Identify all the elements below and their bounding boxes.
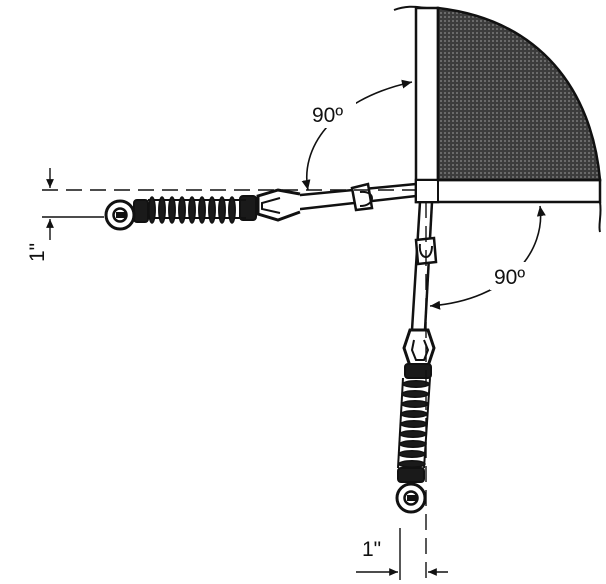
offset-label-left: 1": [26, 243, 49, 262]
dimension-bottom: 1": [356, 202, 448, 580]
angle-annotation-bottom: 90º: [429, 205, 546, 310]
dimension-left: 1": [26, 168, 416, 262]
angle-label-bottom: 90º: [494, 266, 525, 289]
screen-mesh: [436, 6, 602, 182]
left-tensioner: [104, 182, 417, 231]
angle-label-top: 90º: [312, 104, 343, 127]
screen-frame-corner: [393, 5, 602, 233]
offset-label-bottom: 1": [362, 538, 381, 561]
angle-annotation-top: 90º: [301, 79, 413, 191]
bottom-tensioner: [395, 201, 438, 514]
